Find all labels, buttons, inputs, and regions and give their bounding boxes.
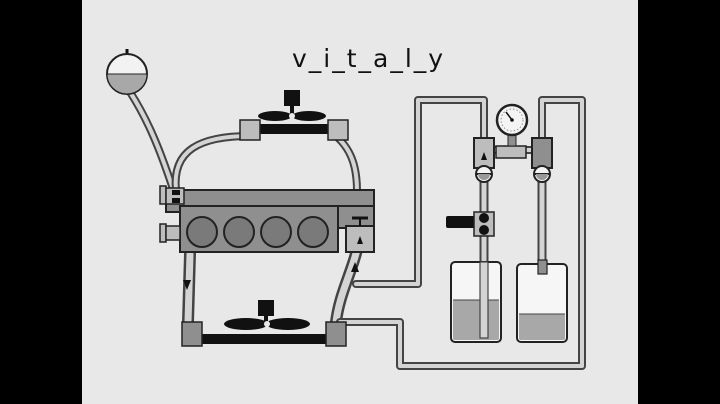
radiator-bottom [181, 321, 347, 347]
radiator-top [239, 119, 349, 141]
fan-icon [224, 300, 310, 330]
valve-icon [475, 165, 493, 183]
tester-manifold [473, 137, 553, 169]
bottle-right [516, 259, 568, 343]
cylinder-4 [297, 216, 329, 248]
expansion-tank-icon [106, 49, 148, 95]
arrow-down-icon [183, 280, 191, 290]
engine-block [165, 189, 375, 253]
cylinder-3 [260, 216, 292, 248]
cylinder-2 [223, 216, 255, 248]
bottle-left [450, 261, 502, 343]
fan-icon [258, 90, 326, 121]
thermostat-icon [345, 216, 375, 253]
engine-fittings-left [159, 185, 185, 243]
arrow-up-icon [351, 262, 359, 272]
valve-icon [533, 165, 551, 183]
diagram-title: v_i_t_a_l_y [292, 44, 446, 73]
cylinder-1 [186, 216, 218, 248]
pipe-upper-left [171, 132, 254, 194]
pressure-gauge-icon [495, 103, 529, 147]
pump-icon [446, 211, 495, 237]
flow-arrows [183, 262, 359, 290]
